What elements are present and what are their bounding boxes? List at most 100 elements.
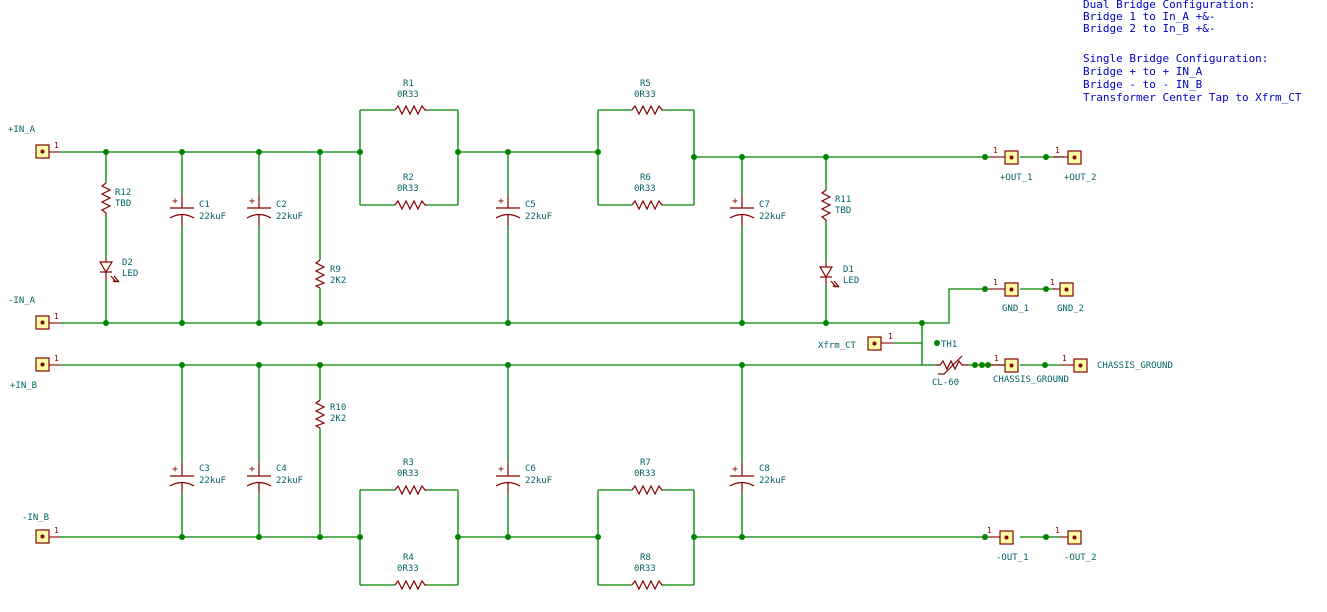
svg-text:+: + <box>732 464 738 475</box>
wires <box>60 109 1064 586</box>
notes-block: Dual Bridge Configuration: Bridge 1 to I… <box>1083 0 1302 104</box>
component-ref: D2 <box>122 258 133 268</box>
resistor-r6: R6 0R33 <box>631 173 663 211</box>
component-ref: D1 <box>843 265 854 275</box>
component-value: 22kuF <box>525 212 552 222</box>
connector-in-a-minus: -IN_A 1 <box>8 296 60 330</box>
component-ref: R7 <box>640 458 651 468</box>
component-ref: C3 <box>199 464 210 474</box>
capacitor-c2: + C2 22kuF <box>246 195 303 226</box>
note-line: Dual Bridge Configuration: <box>1083 0 1255 11</box>
resistor-r2: R2 0R33 <box>394 173 427 211</box>
pin-number: 1 <box>54 526 59 535</box>
thermistor-th1: TH1 CL-60 <box>932 340 968 388</box>
svg-text:+: + <box>249 464 255 475</box>
capacitor-c3: + C3 22kuF <box>169 463 226 493</box>
component-ref: R1 <box>403 79 414 89</box>
connector-label: +OUT_2 <box>1064 173 1097 183</box>
component-value: CL-60 <box>932 378 959 388</box>
connector-label: CHASSIS_GROUND <box>993 375 1069 385</box>
pin-number: 1 <box>993 146 998 155</box>
component-ref: R4 <box>403 553 414 563</box>
component-value: 0R33 <box>634 469 656 479</box>
svg-text:+: + <box>172 196 178 207</box>
component-value: 22kuF <box>199 476 226 486</box>
pin-number: 1 <box>993 278 998 287</box>
note-line: Bridge + to + IN_A <box>1083 65 1203 78</box>
component-value: 0R33 <box>397 184 419 194</box>
component-value: LED <box>122 269 138 279</box>
connector-label: CHASSIS_GROUND <box>1097 361 1173 371</box>
component-value: 22kuF <box>759 212 786 222</box>
component-ref: C6 <box>525 464 536 474</box>
component-ref: C4 <box>276 464 287 474</box>
led-d1: D1 LED <box>818 263 859 288</box>
component-ref: R10 <box>330 403 346 413</box>
component-value: 0R33 <box>397 469 419 479</box>
connector-out-1-plus: 1 +OUT_1 <box>990 146 1033 183</box>
component-ref: C5 <box>525 200 536 210</box>
component-ref: R9 <box>330 265 341 275</box>
svg-text:+: + <box>498 464 504 475</box>
component-value: TBD <box>835 206 851 216</box>
component-value: 0R33 <box>634 184 656 194</box>
connector-label: -IN_B <box>22 513 49 523</box>
resistor-r5: R5 0R33 <box>631 79 663 116</box>
resistor-r12: R12 TBD <box>100 182 131 216</box>
pin-number: 1 <box>1062 354 1067 363</box>
resistor-r1: R1 0R33 <box>394 79 427 116</box>
connector-in-a-plus: +IN_A 1 <box>8 125 60 159</box>
connector-gnd-1: 1 GND_1 <box>990 278 1029 314</box>
note-line: Bridge 2 to In_B +&- <box>1083 22 1215 35</box>
component-value: 2K2 <box>330 414 346 424</box>
pin-number: 1 <box>994 354 999 363</box>
svg-text:+: + <box>498 196 504 207</box>
connector-label: GND_1 <box>1002 304 1029 314</box>
capacitor-c8: + C8 22kuF <box>729 463 786 493</box>
component-value: TBD <box>115 199 131 209</box>
resistor-r3: R3 0R33 <box>394 458 427 496</box>
capacitor-c4: + C4 22kuF <box>246 463 303 493</box>
component-ref: R5 <box>640 79 651 89</box>
connector-chassis-ground-2: 1 CHASSIS_GROUND <box>1060 354 1173 373</box>
connector-in-b-minus: -IN_B 1 <box>22 513 60 544</box>
component-value: 22kuF <box>525 476 552 486</box>
component-ref: C2 <box>276 200 287 210</box>
pin-number: 1 <box>987 526 992 535</box>
component-ref: C1 <box>199 200 210 210</box>
component-value: 0R33 <box>634 90 656 100</box>
resistor-r11: R11 TBD <box>820 189 851 222</box>
resistor-r7: R7 0R33 <box>631 458 663 496</box>
connector-chassis-ground-1: 1 CHASSIS_GROUND <box>990 354 1069 385</box>
led-d2: D2 LED <box>98 258 138 283</box>
connector-out-2-plus: 1 +OUT_2 <box>1053 146 1097 183</box>
pin-number: 1 <box>1050 278 1055 287</box>
component-ref: R6 <box>640 173 651 183</box>
resistor-r4: R4 0R33 <box>394 553 427 591</box>
component-ref: C7 <box>759 200 770 210</box>
connector-label: +IN_B <box>10 381 37 391</box>
pin-number: 1 <box>54 141 59 150</box>
connector-label: -IN_A <box>8 296 36 306</box>
connector-label: Xfrm_CT <box>818 341 857 351</box>
note-line: Single Bridge Configuration: <box>1083 52 1268 65</box>
component-ref: R3 <box>403 458 414 468</box>
component-value: 0R33 <box>634 564 656 574</box>
component-value: 22kuF <box>276 212 303 222</box>
resistor-r8: R8 0R33 <box>631 553 663 591</box>
capacitor-c5: + C5 22kuF <box>495 195 552 226</box>
connector-in-b-plus: +IN_B 1 <box>10 354 60 391</box>
connector-label: +OUT_1 <box>1000 173 1033 183</box>
component-value: 22kuF <box>276 476 303 486</box>
note-line: Bridge - to - IN_B <box>1083 78 1203 91</box>
svg-text:+: + <box>249 196 255 207</box>
component-ref: R11 <box>835 195 851 205</box>
resistor-r9: R9 2K2 <box>314 259 346 289</box>
svg-text:+: + <box>732 196 738 207</box>
connector-label: -OUT_2 <box>1064 553 1097 563</box>
component-ref: R2 <box>403 173 414 183</box>
note-line: Transformer Center Tap to Xfrm_CT <box>1083 91 1302 104</box>
pin-number: 1 <box>54 312 59 321</box>
connector-gnd-2: 1 GND_2 <box>1050 278 1084 314</box>
